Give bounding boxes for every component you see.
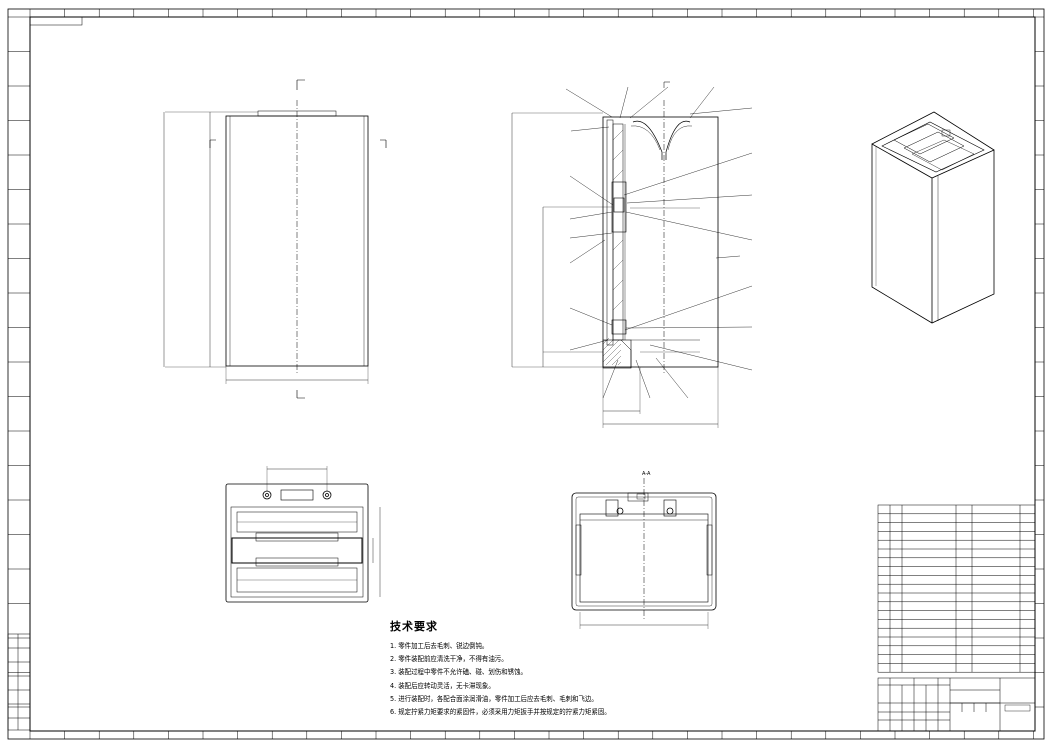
section-hatching: [602, 129, 624, 366]
section-view: [511, 81, 753, 428]
tech-note-2: 2. 零件装配前应清洗干净，不得有油污。: [390, 655, 508, 664]
tech-note-4: 4. 装配后应转动灵活，无卡滞现象。: [390, 681, 495, 690]
sheet-border: [7, 8, 1045, 740]
tech-note-3: 3. 装配过程中零件不允许磕、碰、划伤和锈蚀。: [390, 668, 527, 677]
lower-section-view: [571, 478, 717, 629]
section-label: A-A: [642, 471, 651, 477]
front-view: [163, 79, 387, 399]
zone-ticks: [8, 9, 1044, 739]
left-margin-table: [7, 633, 31, 731]
technical-requirements: 技术要求 1. 零件加工后去毛刺、锐边倒钝。 2. 零件装配前应清洗干净，不得有…: [390, 618, 690, 719]
tech-requirements-title: 技术要求: [390, 620, 438, 633]
parts-list-table: [877, 504, 1036, 673]
tech-note-6: 6. 规定拧紧力矩要求的紧固件，必须采用力矩扳手并按规定的拧紧力矩紧固。: [390, 708, 611, 717]
top-view: [225, 466, 381, 603]
isometric-view: [871, 111, 995, 324]
tech-note-1: 1. 零件加工后去毛刺、锐边倒钝。: [390, 642, 489, 650]
title-block: [877, 677, 1036, 732]
tech-note-5: 5. 进行装配时，各配合面涂润滑油，零件加工后应去毛刺、毛刺和飞边。: [390, 694, 598, 703]
